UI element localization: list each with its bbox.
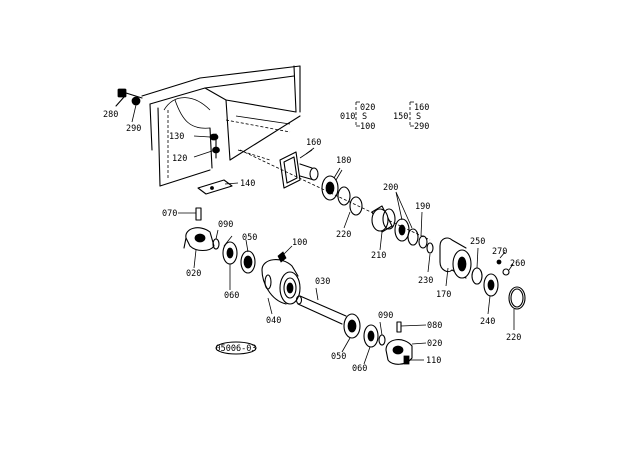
label-240: 240: [480, 317, 495, 327]
label-040: 040: [266, 316, 281, 326]
bearing-050-lower: [341, 313, 361, 353]
roller-040: [261, 259, 301, 315]
label-070: 070: [162, 209, 177, 219]
label-190: 190: [415, 202, 430, 212]
bolt-270: [496, 251, 506, 265]
label-290: 290: [126, 124, 141, 134]
shaft-030: [295, 287, 347, 325]
label-130: 130: [169, 132, 184, 142]
collar-190: [418, 211, 428, 249]
label-120: 120: [172, 154, 187, 164]
ring-090-lower: [378, 334, 386, 346]
label-020-b: 020: [427, 339, 442, 349]
mount-plate-160: [279, 149, 319, 189]
label-200: 200: [383, 183, 398, 193]
label-220-b: 220: [506, 333, 521, 343]
label-220-a: 220: [336, 230, 351, 240]
label-010: 010: [340, 112, 355, 122]
drawing-number-stamp: 05006-03: [215, 341, 257, 355]
label-050-b: 050: [331, 352, 346, 362]
label-290-top: 290: [414, 122, 429, 132]
ring-230: [426, 242, 434, 254]
bracket-020-left: [183, 227, 215, 269]
label-060-b: 060: [352, 364, 367, 374]
nut-260: [502, 263, 514, 276]
label-s-top2: S: [416, 112, 421, 122]
label-030: 030: [315, 277, 330, 287]
label-280: 280: [103, 110, 118, 120]
label-100-top: 100: [360, 122, 375, 132]
pin-070: [178, 207, 202, 221]
label-160: 160: [306, 138, 321, 148]
label-060-a: 060: [224, 291, 239, 301]
label-270: 270: [492, 247, 507, 257]
snap-ring-220: [508, 286, 526, 330]
label-020-top: 020: [360, 103, 375, 113]
label-090-a: 090: [218, 220, 233, 230]
label-180: 180: [336, 156, 351, 166]
callout-group-150: [409, 101, 414, 127]
label-160-top: 160: [414, 103, 429, 113]
label-090-b: 090: [378, 311, 393, 321]
label-020-a: 020: [186, 269, 201, 279]
bearing-050-left: [240, 239, 256, 274]
bolt-110: [403, 355, 424, 365]
label-230: 230: [418, 276, 433, 286]
ring-250: [471, 267, 483, 285]
label-050-a: 050: [242, 233, 257, 243]
bearing-240: [483, 273, 499, 315]
bearing-180: [321, 167, 341, 201]
label-260: 260: [510, 259, 525, 269]
label-150: 150: [393, 112, 408, 122]
seal-060-lower: [363, 324, 379, 365]
seal-ring-a: [337, 186, 351, 206]
pin-080: [396, 321, 427, 333]
washer-290: [131, 96, 141, 123]
label-110: 110: [426, 356, 441, 366]
spacer-210: [371, 205, 396, 251]
stamp-text: 05006-03: [216, 344, 257, 354]
callout-group-010: [355, 101, 360, 127]
label-080: 080: [427, 321, 442, 331]
label-140: 140: [240, 179, 255, 189]
label-100: 100: [292, 238, 307, 248]
bracket-020-lower: [385, 339, 427, 365]
frame-housing: [141, 65, 301, 187]
bolt-280: [115, 88, 143, 107]
label-s-top1: S: [362, 112, 367, 122]
seal-060-left: [222, 241, 238, 290]
axis-line-upper: [239, 149, 431, 241]
idler-drum-170: [439, 237, 472, 287]
bracket-140: [197, 179, 239, 195]
seal-ring-220: [349, 196, 363, 216]
label-250: 250: [470, 237, 485, 247]
bolt-130-120: [193, 133, 220, 159]
label-210: 210: [371, 251, 386, 261]
bearing-200: [394, 191, 419, 246]
label-170: 170: [436, 290, 451, 300]
